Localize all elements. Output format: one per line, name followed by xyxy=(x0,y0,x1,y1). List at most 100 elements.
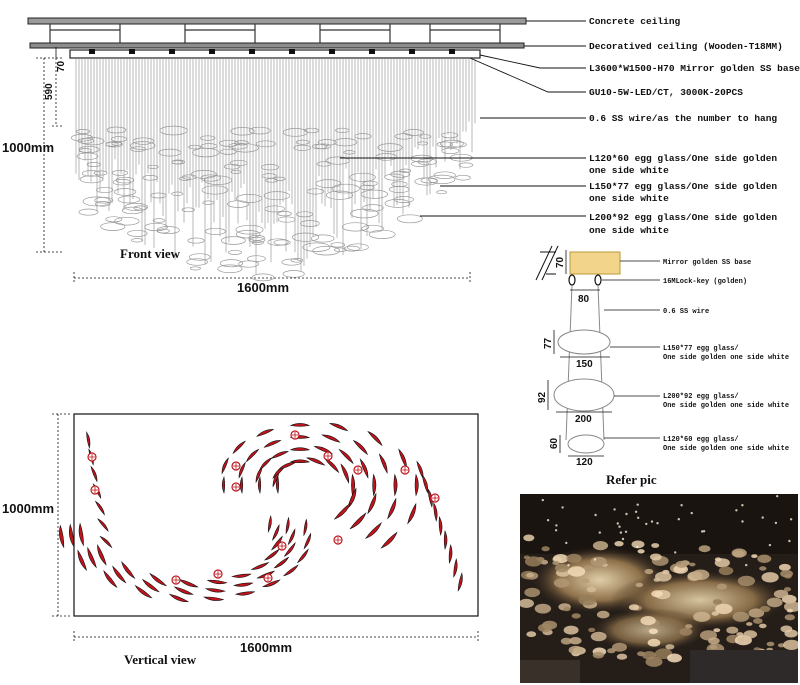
detail-label-g120-line2: One side golden one side white xyxy=(663,445,789,453)
glass-leaf xyxy=(282,564,299,577)
detail-wires xyxy=(565,284,605,441)
photo-light-point xyxy=(567,564,570,567)
photo-disc xyxy=(784,614,795,621)
photo-disc xyxy=(712,599,723,605)
egg-glass-ring xyxy=(414,177,438,186)
egg-glass-ring xyxy=(231,143,259,153)
photo-disc xyxy=(708,637,720,645)
photo-disc xyxy=(581,578,590,584)
egg-glass-ring xyxy=(147,164,159,169)
egg-glass-ring xyxy=(433,171,456,179)
vertical-height-dimension-line xyxy=(52,413,70,617)
front-dim-70: 70 xyxy=(56,60,67,72)
photo-disc xyxy=(592,651,605,659)
glass-leaf-shape xyxy=(367,492,377,515)
egg-glass-ring xyxy=(188,253,211,261)
egg-glass-ring xyxy=(181,207,195,213)
glass-leaf xyxy=(287,528,296,546)
detail-dim-150: 150 xyxy=(576,359,593,370)
glass-leaf xyxy=(238,461,246,479)
photo-light-point xyxy=(677,518,680,521)
egg-glass-ring xyxy=(78,145,100,154)
glass-leaf xyxy=(372,473,377,497)
detail-label-g150-line2: One side golden one side white xyxy=(663,354,789,362)
egg-glass-ring xyxy=(362,180,378,187)
glass-leaf-shape xyxy=(204,588,226,593)
vertical-width-dimension-line xyxy=(73,631,479,643)
glass-leaf-shape xyxy=(287,528,296,546)
photo-disc xyxy=(648,628,659,635)
egg-glass-ring xyxy=(315,179,342,188)
photo-disc xyxy=(578,594,597,606)
glass-leaf-shape xyxy=(453,558,458,578)
egg-glass-ring xyxy=(458,162,474,168)
egg-glass-ring xyxy=(302,242,331,252)
photo-disc xyxy=(650,553,662,561)
photo-light-point xyxy=(768,543,772,547)
egg-glass-ring xyxy=(343,245,360,252)
egg-glass-ring xyxy=(441,147,460,155)
photo-light-point xyxy=(650,520,654,523)
glass-leaf xyxy=(256,429,275,437)
egg-glass-ring xyxy=(410,154,434,163)
egg-glass-ring xyxy=(354,133,372,140)
glass-leaf xyxy=(349,512,367,530)
photo-disc xyxy=(541,546,550,552)
egg-glass-ring xyxy=(219,148,237,155)
egg-glass-ring xyxy=(70,134,94,142)
photo-disc xyxy=(644,568,654,575)
egg-glass-ring xyxy=(111,141,123,146)
callout-glass-150-line2: one side white xyxy=(589,193,669,204)
photo-light-point xyxy=(636,503,639,506)
glass-leaf xyxy=(270,535,283,551)
photo-disc xyxy=(786,608,794,613)
glass-leaf-shape xyxy=(245,448,260,463)
photo-disc xyxy=(689,562,696,567)
glass-leaf xyxy=(305,457,326,466)
glass-leaf xyxy=(59,524,65,549)
egg-glass-ring xyxy=(223,163,241,170)
photo-light-point xyxy=(636,545,639,549)
egg-glass-ring xyxy=(131,238,144,243)
glass-leaf-shape xyxy=(267,514,272,533)
glass-leaf-shape xyxy=(250,562,270,570)
egg-glass-ring xyxy=(187,237,205,244)
egg-glass-ring xyxy=(203,175,233,185)
photo-light-point xyxy=(788,539,791,543)
mirror-golden-base xyxy=(69,49,481,59)
glass-leaf xyxy=(99,535,113,549)
glass-leaf-shape xyxy=(231,573,252,578)
photo-light-point xyxy=(624,530,628,533)
egg-glass-ring xyxy=(150,192,167,199)
glass-leaf xyxy=(387,497,397,520)
led-spot xyxy=(89,49,95,54)
led-marker xyxy=(213,569,223,579)
glass-leaf-shape xyxy=(203,596,225,601)
glass-leaf-shape xyxy=(86,431,91,449)
glass-leaf-shape xyxy=(239,475,244,495)
egg-glass-ring xyxy=(436,190,447,195)
egg-glass-ring xyxy=(93,170,108,176)
glass-leaf-shape xyxy=(282,564,299,577)
photo-disc xyxy=(631,540,645,549)
egg-glass-ring xyxy=(295,139,310,145)
glass-leaf xyxy=(204,588,226,593)
photo-disc xyxy=(590,556,607,567)
egg-glass-ring xyxy=(171,191,184,196)
glass-leaf xyxy=(90,465,98,483)
reference-photo xyxy=(520,494,798,683)
egg-glass-ring xyxy=(200,143,218,149)
photo-light-point xyxy=(690,511,693,515)
egg-glass-ring xyxy=(292,232,320,242)
glass-leaf xyxy=(453,558,458,578)
glass-leaf-shape xyxy=(221,475,226,495)
led-marker xyxy=(277,541,287,551)
callout-glass-200-line2: one side white xyxy=(589,225,669,236)
glass-leaf xyxy=(250,562,270,570)
glass-leaf-shape xyxy=(257,475,262,495)
photo-light-point xyxy=(637,516,640,519)
egg-glass-ring xyxy=(282,270,305,278)
glass-leaf xyxy=(289,423,311,427)
led-spot xyxy=(289,49,295,54)
glass-leaf xyxy=(321,434,341,443)
